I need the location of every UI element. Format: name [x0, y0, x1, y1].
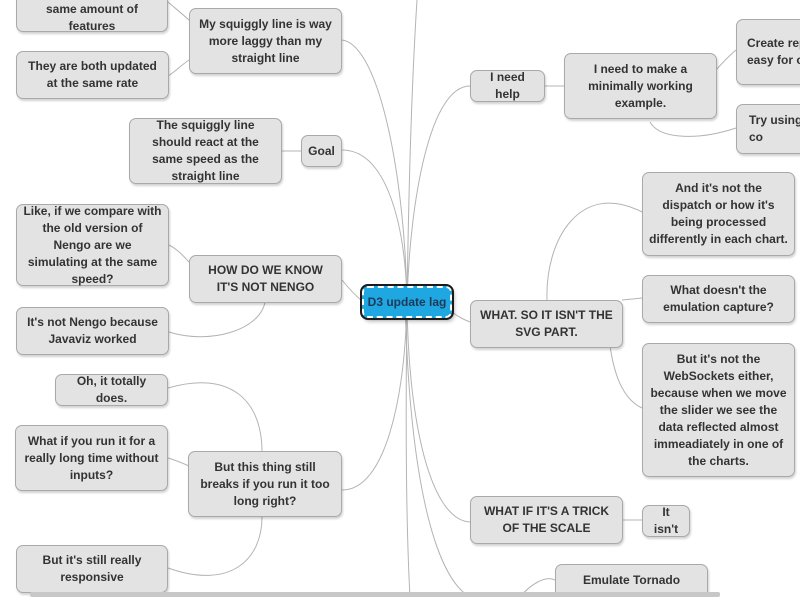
node-totally-does-label: Oh, it totally does. — [76, 374, 147, 405]
link-root-emulate — [404, 300, 471, 597]
node-squiggly-should-label: The squiggly line should react at the sa… — [152, 118, 259, 183]
node-long-time-label: What if you run it for a really long tim… — [24, 433, 159, 482]
link-same-features — [167, 1, 190, 21]
link-minimal-create-rep — [715, 49, 737, 71]
node-responsive[interactable]: But it's still really responsive — [16, 545, 168, 593]
node-how-know[interactable]: HOW DO WE KNOW IT'S NOT NENGO — [189, 255, 342, 303]
node-not-nengo[interactable]: It's not Nengo because Javaviz worked — [16, 307, 169, 355]
node-svg-part[interactable]: WHAT. SO IT ISN'T THE SVG PART. — [470, 300, 623, 348]
link-same-rate — [167, 59, 190, 77]
node-goal-label: Goal — [308, 143, 335, 158]
link-root-still-breaks — [341, 300, 408, 491]
node-svg-part-label: WHAT. SO IT ISN'T THE SVG PART. — [480, 308, 613, 339]
link-root-how-know — [341, 279, 363, 302]
node-emulate-tornado-label: Emulate Tornado — [582, 573, 681, 587]
link-still-breaks-long-time — [167, 457, 190, 467]
node-emulate-tornado[interactable]: Emulate Tornado — [555, 564, 708, 597]
node-websockets-label: But it's not the WebSockets either, beca… — [650, 351, 787, 468]
node-it-isnt[interactable]: It isn't — [642, 505, 690, 537]
node-trick-scale[interactable]: WHAT IF IT'S A TRICK OF THE SCALE — [470, 496, 623, 544]
node-same-features-label: They both have the same amount of featur… — [45, 1, 138, 33]
root-node-label: D3 update lag — [367, 295, 447, 309]
node-emulation-label: What doesn't the emulation capture? — [663, 283, 774, 314]
node-same-features[interactable]: They both have the same amount of featur… — [16, 0, 168, 33]
root-node-d3-update-lag[interactable]: D3 update lag — [360, 284, 454, 320]
node-goal[interactable]: Goal — [301, 135, 342, 167]
node-responsive-label: But it's still really responsive — [42, 553, 142, 584]
node-create-rep[interactable]: Create rep easy for o — [736, 19, 800, 85]
node-create-rep-label: Create rep easy for o — [747, 36, 800, 67]
link-still-breaks-totally — [167, 382, 263, 453]
link-svg-dispatch — [546, 202, 643, 301]
node-minimal-example-label: I need to make a minimally working examp… — [588, 61, 693, 110]
node-same-rate[interactable]: They are both updated at the same rate — [16, 51, 169, 99]
node-still-breaks-label: But this thing still breaks if you run i… — [200, 459, 330, 508]
node-need-help[interactable]: I need help — [470, 70, 545, 102]
node-try-using-label: Try using co — [749, 113, 800, 144]
link-root-need-help — [406, 85, 471, 302]
link-root-goal — [341, 149, 408, 302]
node-trick-scale-label: WHAT IF IT'S A TRICK OF THE SCALE — [483, 504, 610, 535]
node-same-rate-label: They are both updated at the same rate — [28, 59, 157, 90]
node-minimal-example[interactable]: I need to make a minimally working examp… — [564, 53, 717, 119]
node-dispatch[interactable]: And it's not the dispatch or how it's be… — [642, 172, 795, 256]
node-how-know-label: HOW DO WE KNOW IT'S NOT NENGO — [208, 263, 323, 294]
node-compare-nengo[interactable]: Like, if we compare with the old version… — [16, 204, 169, 286]
node-still-breaks[interactable]: But this thing still breaks if you run i… — [188, 451, 342, 517]
link-how-know-not-nengo — [168, 301, 266, 338]
horizontal-scrollbar[interactable] — [30, 592, 720, 597]
node-long-time[interactable]: What if you run it for a really long tim… — [15, 425, 168, 491]
link-root-trick-scale — [406, 300, 471, 523]
node-compare-nengo-label: Like, if we compare with the old version… — [23, 203, 162, 286]
link-still-breaks-responsive — [167, 516, 263, 576]
node-try-using[interactable]: Try using co — [736, 104, 800, 154]
link-root-svg-part — [451, 311, 471, 323]
link-how-know-compare — [168, 244, 190, 263]
node-it-isnt-label: It isn't — [653, 505, 679, 536]
node-websockets[interactable]: But it's not the WebSockets either, beca… — [642, 343, 795, 477]
link-minimal-try-using — [649, 121, 737, 137]
link-svg-websockets — [609, 345, 643, 409]
node-squiggly-laggy-label: My squiggly line is way more laggy than … — [199, 16, 332, 65]
node-emulation[interactable]: What doesn't the emulation capture? — [642, 275, 795, 323]
link-svg-emulation — [621, 297, 643, 301]
link-root-squiggly-laggy — [341, 39, 408, 302]
node-dispatch-label: And it's not the dispatch or how it's be… — [649, 181, 788, 246]
node-not-nengo-label: It's not Nengo because Javaviz worked — [27, 315, 158, 346]
node-totally-does[interactable]: Oh, it totally does. — [55, 374, 168, 406]
node-squiggly-laggy[interactable]: My squiggly line is way more laggy than … — [189, 8, 342, 74]
node-squiggly-should[interactable]: The squiggly line should react at the sa… — [129, 118, 282, 184]
node-need-help-label: I need help — [490, 70, 525, 101]
